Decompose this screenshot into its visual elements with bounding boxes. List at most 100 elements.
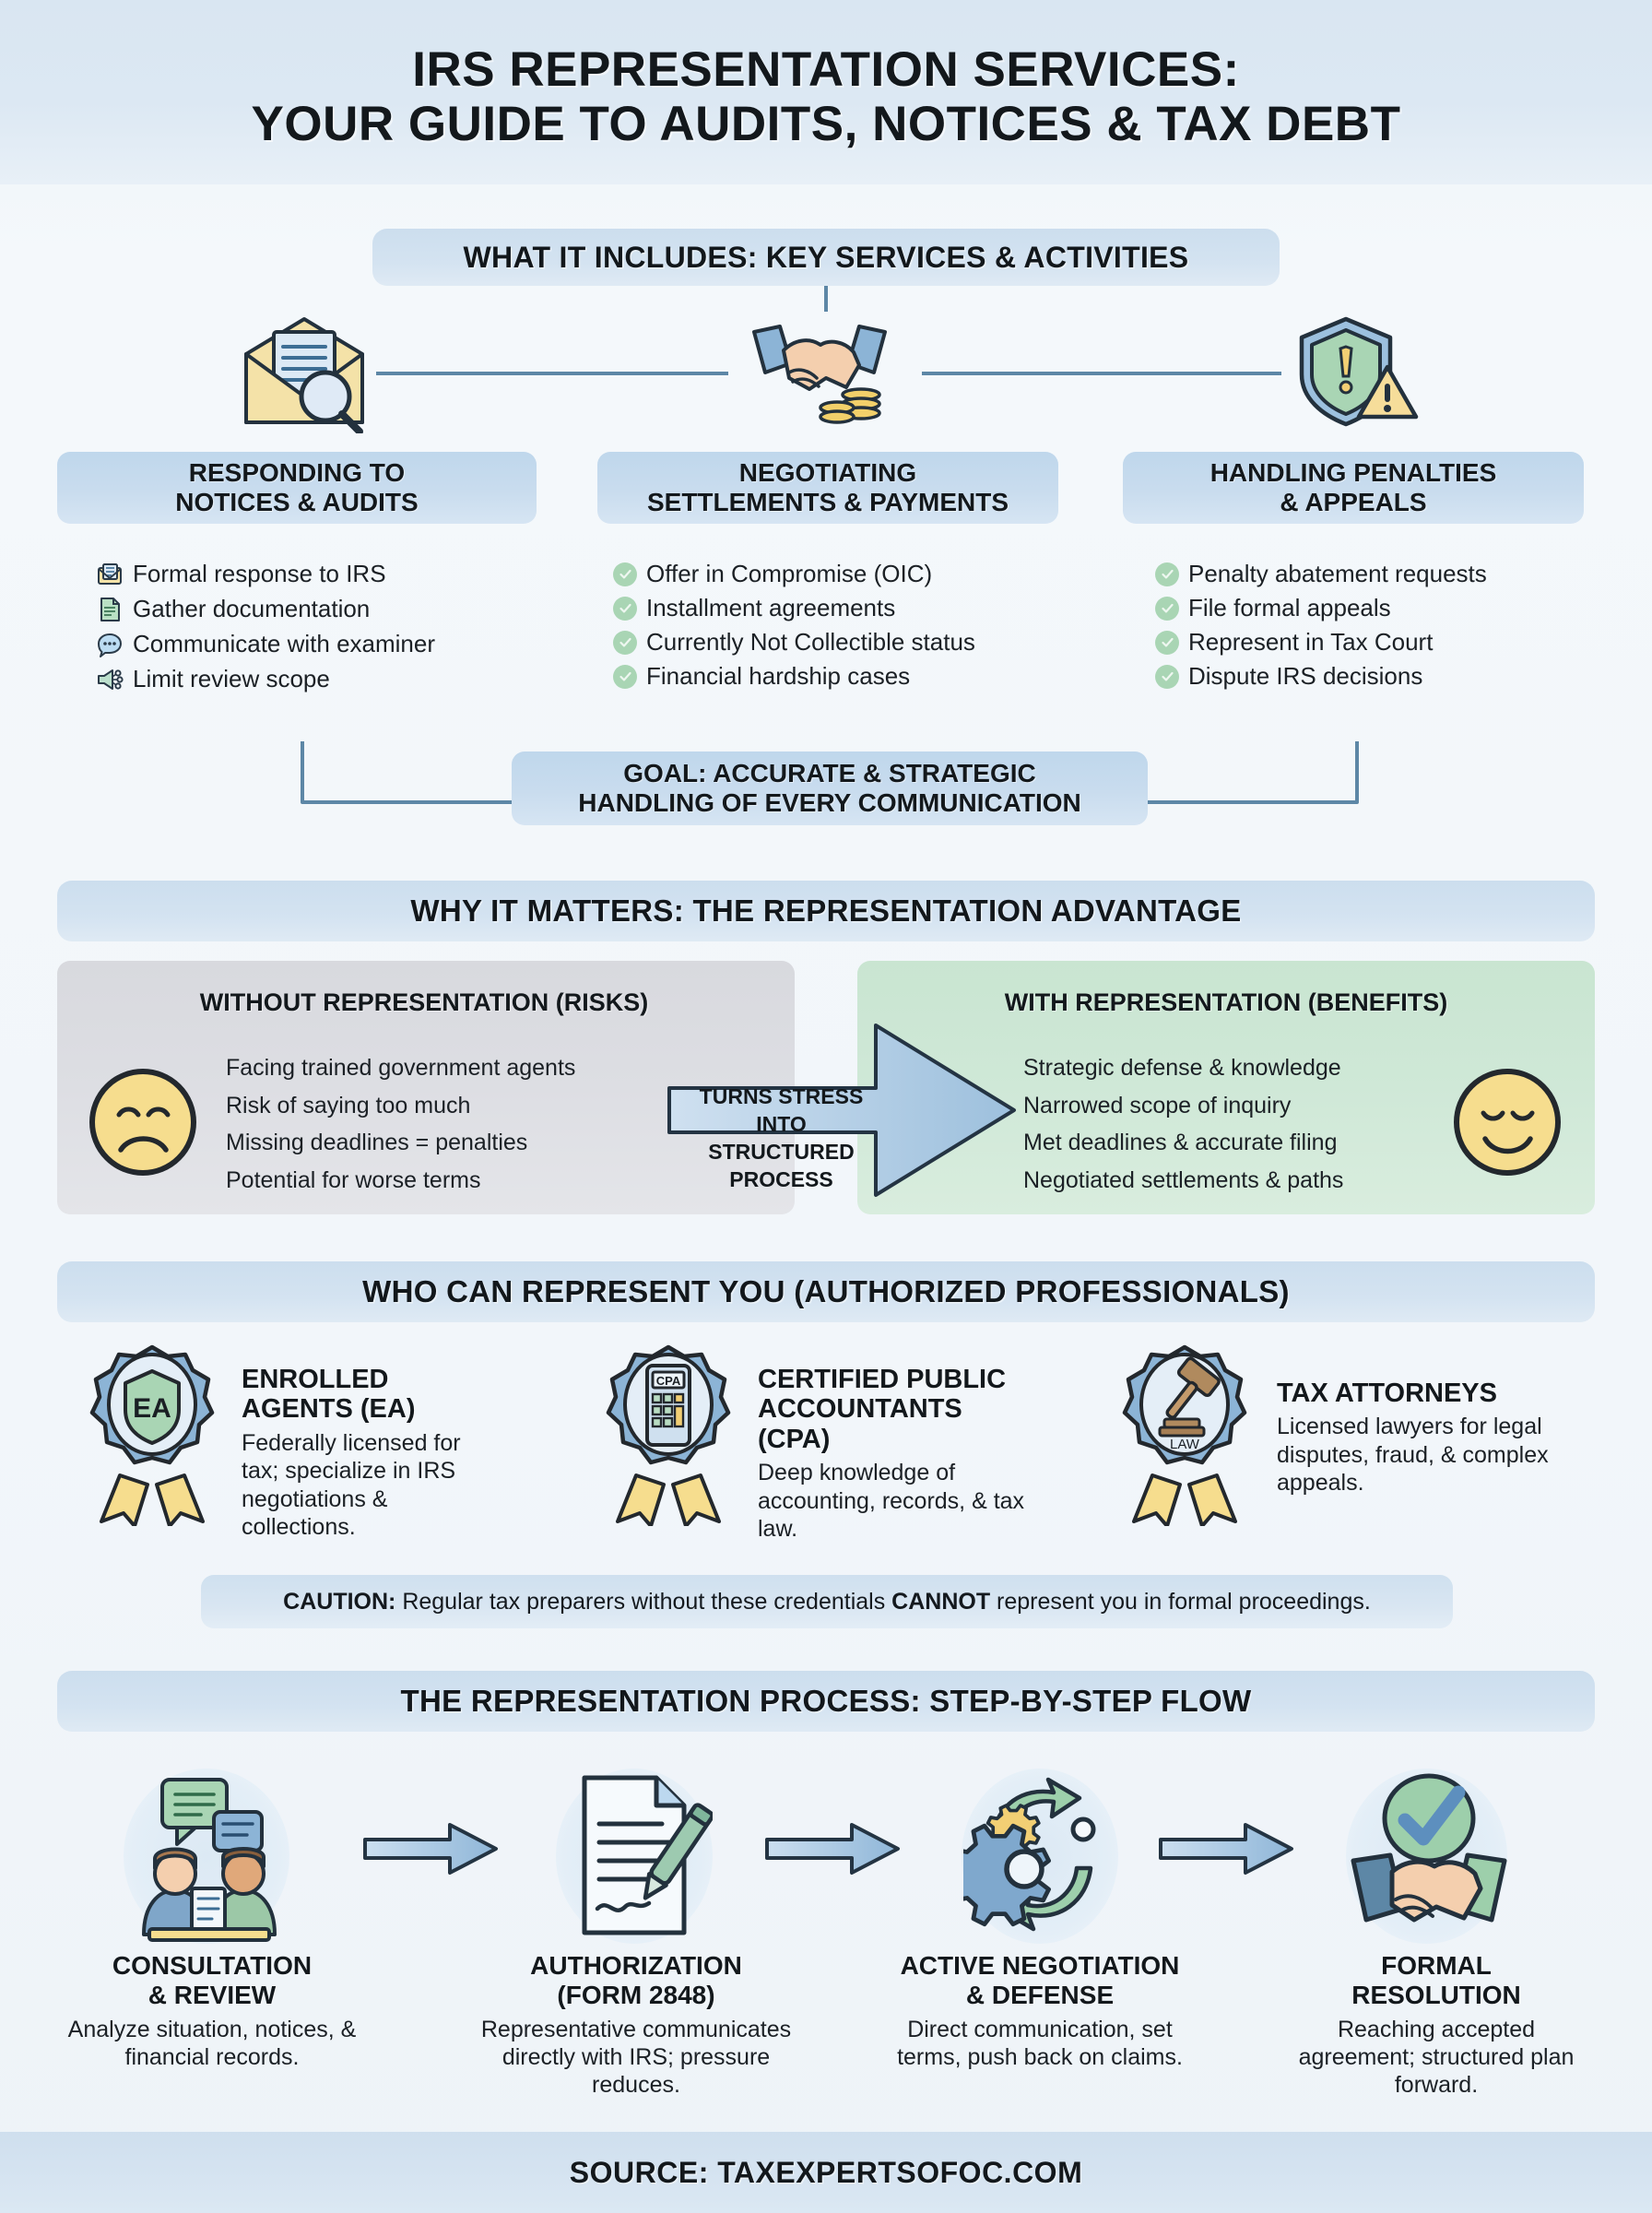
- section-1-header-label: WHAT IT INCLUDES: KEY SERVICES & ACTIVIT…: [463, 240, 1189, 274]
- professional-3: TAX ATTORNEYS Licensed lawyers for legal…: [1277, 1379, 1553, 1497]
- professional-3-name: TAX ATTORNEYS: [1277, 1379, 1553, 1408]
- step-1: CONSULTATION & REVIEW Analyze situation,…: [65, 1951, 360, 2071]
- list-item: Financial hardship cases: [613, 663, 1092, 690]
- check-circle-icon: [613, 562, 637, 586]
- list-item: Formal response to IRS: [96, 561, 575, 588]
- list-item: Currently Not Collectible status: [613, 629, 1092, 656]
- megaphone-icon: [96, 666, 124, 693]
- column-1-list: Formal response to IRS Gather documentat…: [96, 561, 575, 701]
- step-arrow-3: [1159, 1823, 1293, 1875]
- document-lines-icon: [96, 596, 124, 623]
- consultation-people-icon: [142, 1778, 277, 1942]
- risk-item: Risk of saying too much: [226, 1092, 471, 1118]
- professional-1-name: ENROLLED AGENTS (EA): [242, 1365, 500, 1425]
- step-3-title: ACTIVE NEGOTIATION & DEFENSE: [874, 1951, 1206, 2010]
- risk-item: Missing deadlines = penalties: [226, 1130, 528, 1155]
- transition-arrow: [667, 1024, 1016, 1197]
- professional-1-name-line2: AGENTS (EA): [242, 1394, 416, 1425]
- step-4-title-line1: FORMAL: [1381, 1951, 1492, 1980]
- without-representation-list: Facing trained government agents Risk of…: [226, 1049, 659, 1199]
- caution-label: CAUTION:: [283, 1588, 396, 1615]
- step-4: FORMAL RESOLUTION Reaching accepted agre…: [1289, 1951, 1584, 2099]
- step-arrow-1: [363, 1823, 498, 1875]
- caution-bar: CAUTION: Regular tax preparers without t…: [201, 1575, 1453, 1628]
- column-2-heading-line1: NEGOTIATING: [738, 457, 917, 487]
- check-circle-icon: [1155, 596, 1179, 621]
- list-item: Offer in Compromise (OIC): [613, 560, 1092, 587]
- list-item-label: Dispute IRS decisions: [1188, 662, 1423, 691]
- step-4-title: FORMAL RESOLUTION: [1289, 1951, 1584, 2010]
- professional-1: ENROLLED AGENTS (EA) Federally licensed …: [242, 1365, 500, 1542]
- step-3: ACTIVE NEGOTIATION & DEFENSE Direct comm…: [874, 1951, 1206, 2071]
- cpa-badge-text: CPA: [656, 1374, 681, 1388]
- goal-box: GOAL: ACCURATE & STRATEGIC HANDLING OF E…: [512, 751, 1148, 825]
- column-1-heading-line2: NOTICES & AUDITS: [175, 488, 419, 516]
- list-item: File formal appeals: [1155, 594, 1634, 622]
- benefit-item: Strategic defense & knowledge: [1023, 1055, 1341, 1081]
- with-representation-title: WITH REPRESENTATION (BENEFITS): [1004, 988, 1448, 1016]
- gears-cycle-icon: [963, 1777, 1096, 1932]
- title-line-1: IRS REPRESENTATION SERVICES:: [412, 41, 1240, 97]
- column-3-list: Penalty abatement requests File formal a…: [1155, 560, 1634, 697]
- step-2-title-line2: (FORM 2848): [557, 1980, 715, 2009]
- check-circle-icon: [1155, 664, 1179, 689]
- list-item-label: Currently Not Collectible status: [646, 628, 975, 657]
- list-item: Penalty abatement requests: [1155, 560, 1634, 587]
- goal-line-2: HANDLING OF EVERY COMMUNICATION: [578, 788, 1081, 817]
- professional-2: CERTIFIED PUBLIC ACCOUNTANTS (CPA) Deep …: [758, 1365, 1034, 1544]
- section-4-header: THE REPRESENTATION PROCESS: STEP-BY-STEP…: [57, 1671, 1595, 1732]
- column-2-heading-line2: SETTLEMENTS & PAYMENTS: [646, 488, 1009, 516]
- step-4-desc: Reaching accepted agreement; structured …: [1298, 2016, 1575, 2098]
- section-2-header-label: WHY IT MATTERS: THE REPRESENTATION ADVAN…: [410, 893, 1242, 928]
- section-3-header: WHO CAN REPRESENT YOU (AUTHORIZED PROFES…: [57, 1261, 1595, 1322]
- professional-3-name-line1: TAX ATTORNEYS: [1277, 1379, 1497, 1408]
- check-circle-icon: [1155, 562, 1179, 586]
- benefit-item: Negotiated settlements & paths: [1023, 1166, 1344, 1193]
- column-3-heading-line2: & APPEALS: [1280, 488, 1427, 516]
- list-item-label: File formal appeals: [1188, 594, 1391, 622]
- step-2-title-line1: AUTHORIZATION: [530, 1951, 742, 1980]
- section-3-header-label: WHO CAN REPRESENT YOU (AUTHORIZED PROFES…: [362, 1274, 1290, 1308]
- column-3-heading-line1: HANDLING PENALTIES: [1210, 457, 1497, 487]
- list-item-label: Communicate with examiner: [133, 630, 436, 658]
- caution-text-1: Regular tax preparers without these cred…: [395, 1588, 892, 1615]
- list-item-label: Represent in Tax Court: [1188, 628, 1434, 657]
- check-circle-icon: [613, 630, 637, 655]
- list-item: Installment agreements: [613, 594, 1092, 622]
- step-3-title-line1: ACTIVE NEGOTIATION: [900, 1951, 1180, 1980]
- professional-1-name-line1: ENROLLED: [242, 1365, 389, 1394]
- cpa-calculator-badge-icon: CPA: [606, 1344, 731, 1526]
- speech-bubble-icon: [96, 631, 124, 658]
- step-arrow-2: [765, 1823, 900, 1875]
- list-item-label: Installment agreements: [646, 594, 896, 622]
- check-circle-icon: [1155, 630, 1179, 655]
- step-1-title-line2: & REVIEW: [148, 1980, 277, 2009]
- column-3-heading: HANDLING PENALTIES & APPEALS: [1123, 452, 1584, 524]
- ea-shield-badge-icon: EA: [89, 1344, 215, 1526]
- page-title: IRS REPRESENTATION SERVICES: YOUR GUIDE …: [0, 0, 1652, 184]
- list-item: Limit review scope: [96, 666, 575, 693]
- section-4-header-label: THE REPRESENTATION PROCESS: STEP-BY-STEP…: [400, 1684, 1252, 1718]
- section-2-header: WHY IT MATTERS: THE REPRESENTATION ADVAN…: [57, 881, 1595, 941]
- list-item: Dispute IRS decisions: [1155, 663, 1634, 690]
- step-2-title: AUTHORIZATION (FORM 2848): [479, 1951, 793, 2010]
- check-circle-icon: [613, 596, 637, 621]
- benefit-item: Met deadlines & accurate filing: [1023, 1130, 1338, 1155]
- professional-2-name-line1: CERTIFIED PUBLIC: [758, 1365, 1007, 1394]
- list-item: Communicate with examiner: [96, 631, 575, 658]
- section-1-connectors: [376, 286, 1281, 375]
- benefit-item: Narrowed scope of inquiry: [1023, 1092, 1292, 1118]
- list-item-label: Offer in Compromise (OIC): [646, 560, 933, 587]
- step-3-title-line2: & DEFENSE: [965, 1980, 1115, 2009]
- ea-badge-text: EA: [133, 1393, 171, 1424]
- footer-source: SOURCE: TAXEXPERTSOFOC.COM: [0, 2132, 1652, 2213]
- step-2-desc: Representative communicates directly wit…: [480, 2016, 792, 2098]
- column-1-heading: RESPONDING TO NOTICES & AUDITS: [57, 452, 537, 524]
- check-circle-icon: [613, 664, 637, 689]
- shield-warning-icon: [1299, 316, 1419, 427]
- step-3-desc: Direct communication, set terms, push ba…: [897, 2016, 1183, 2070]
- professional-2-desc: Deep knowledge of accounting, records, &…: [758, 1460, 1025, 1543]
- signed-document-pen-icon: [582, 1775, 713, 1935]
- list-item: Represent in Tax Court: [1155, 629, 1634, 656]
